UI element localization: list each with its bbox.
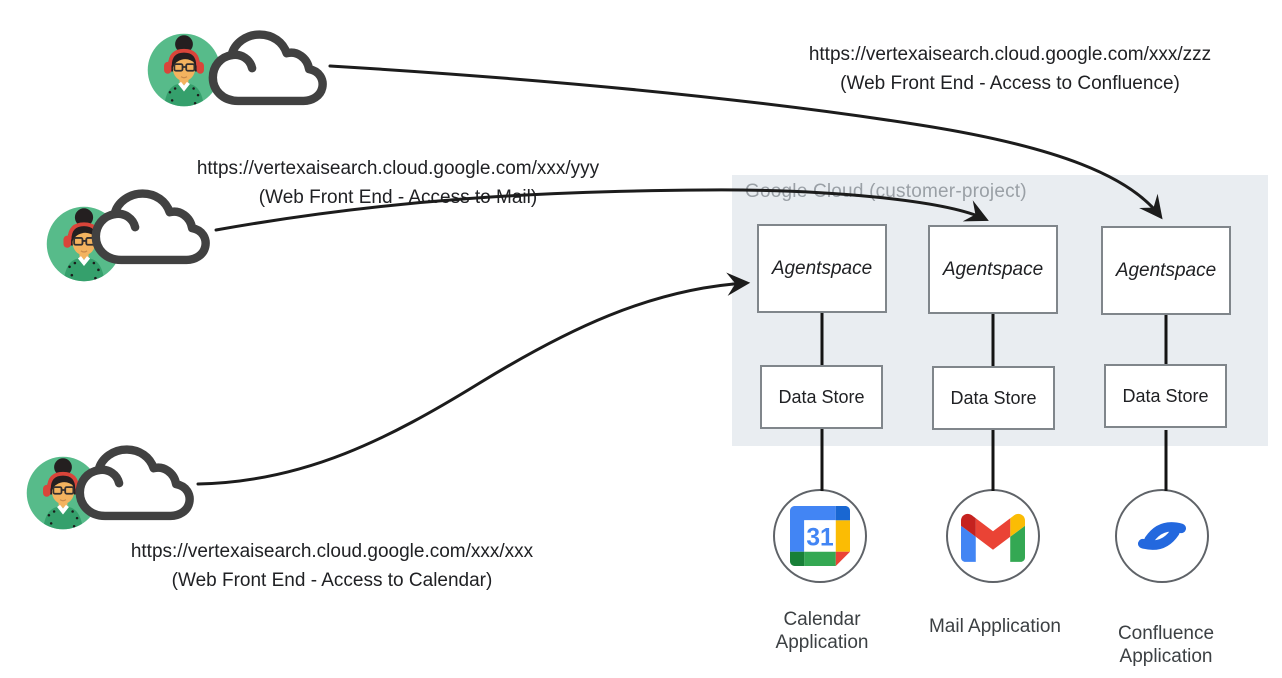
caption-text: (Web Front End - Access to Confluence) [840, 73, 1180, 94]
caption-text: (Web Front End - Access to Mail) [258, 187, 538, 208]
user-avatar-icon [148, 34, 221, 107]
user-avatar-icon [47, 207, 121, 282]
arrow-calendar-request [196, 272, 751, 486]
url-label-calendar: https://vertexaisearch.cloud.google.com/… [131, 537, 533, 595]
user-avatar-icon [27, 457, 100, 530]
cloud-icon [213, 35, 323, 101]
data-store-box-confluence: Data Store [1104, 364, 1227, 428]
calendar-app-circle: 31 [773, 489, 867, 583]
url-label-mail: https://vertexaisearch.cloud.google.com/… [197, 154, 599, 212]
cloud-icon [96, 194, 206, 260]
caption-text: (Web Front End - Access to Calendar) [171, 570, 493, 591]
mail-app-circle [946, 489, 1040, 583]
confluence-app-label: Confluence Application [1117, 623, 1215, 667]
agentspace-box-mail: Agentspace [928, 225, 1058, 314]
calendar-app-label: Calendar Application [775, 609, 869, 653]
confluence-icon [1138, 522, 1186, 550]
confluence-app-circle [1115, 489, 1209, 583]
url-label-confluence: https://vertexaisearch.cloud.google.com/… [809, 40, 1211, 98]
data-store-box-calendar: Data Store [760, 365, 883, 429]
mail-app-label: Mail Application [928, 616, 1062, 637]
url-text: https://vertexaisearch.cloud.google.com/… [808, 44, 1212, 65]
url-text: https://vertexaisearch.cloud.google.com/… [130, 541, 534, 562]
url-text: https://vertexaisearch.cloud.google.com/… [196, 158, 600, 179]
cloud-icon [80, 450, 190, 516]
gmail-icon [961, 513, 1025, 562]
data-store-box-mail: Data Store [932, 366, 1055, 430]
calendar-day-text: 31 [806, 524, 833, 551]
agentspace-box-confluence: Agentspace [1101, 226, 1231, 315]
google-cloud-title: Google Cloud (customer-project) [745, 181, 1027, 202]
google-calendar-icon: 31 [790, 506, 850, 566]
agentspace-box-calendar: Agentspace [757, 224, 887, 313]
